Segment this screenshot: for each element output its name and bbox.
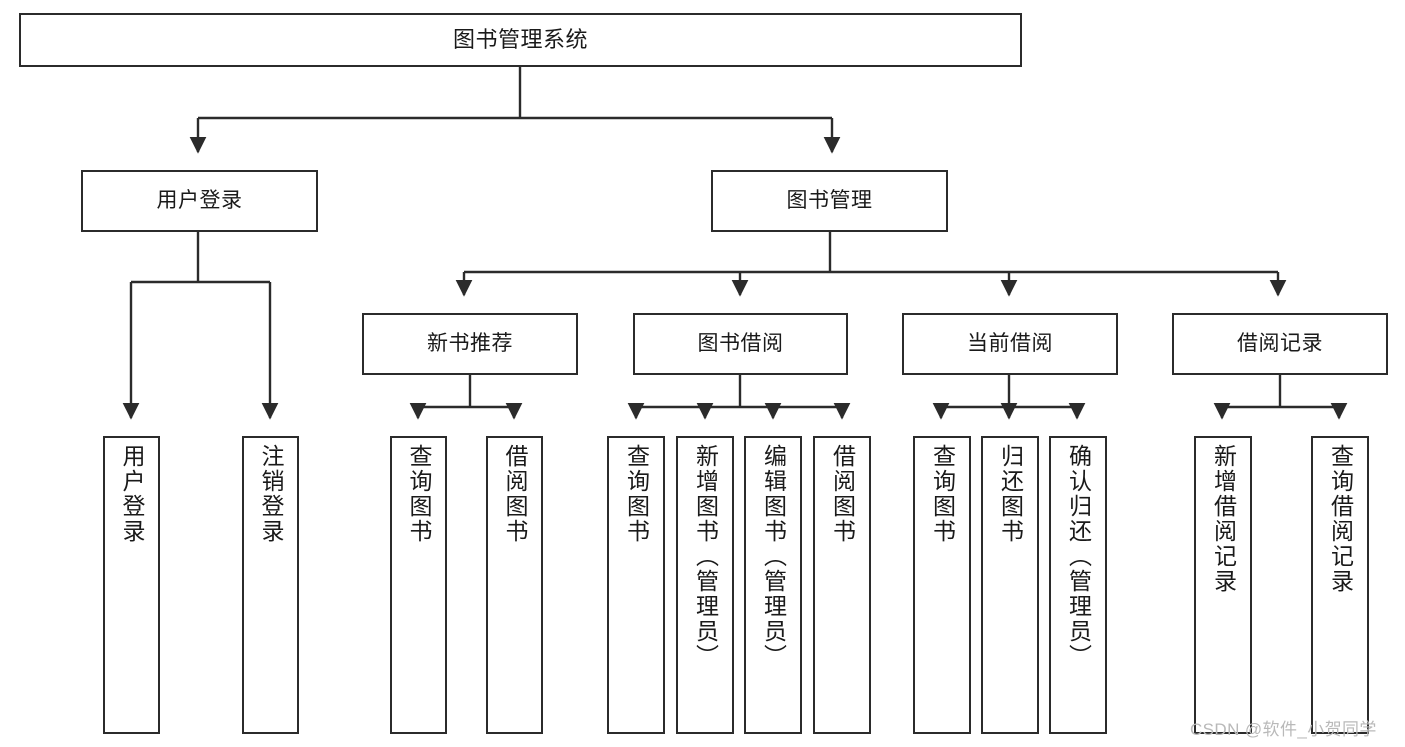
node-label: 查询借阅记录	[1327, 444, 1354, 594]
node-leaf-borrow-book-1[interactable]: 借阅图书	[486, 436, 543, 734]
node-label: 查询图书	[929, 444, 956, 544]
node-leaf-query-record[interactable]: 查询借阅记录	[1311, 436, 1369, 734]
node-user-login[interactable]: 用户登录	[81, 170, 318, 232]
node-label: 借阅记录	[1237, 331, 1323, 355]
node-label: 新书推荐	[427, 331, 513, 355]
node-book-manage[interactable]: 图书管理	[711, 170, 948, 232]
node-leaf-edit-book[interactable]: 编辑图书（管理员）	[744, 436, 802, 734]
node-leaf-return-book[interactable]: 归还图书	[981, 436, 1039, 734]
node-label: 归还图书	[997, 444, 1024, 544]
node-label: 新增借阅记录	[1210, 444, 1237, 594]
node-leaf-add-book[interactable]: 新增图书（管理员）	[676, 436, 734, 734]
node-leaf-user-login[interactable]: 用户登录	[103, 436, 160, 734]
node-label: 借阅图书	[829, 444, 856, 544]
node-current-borrow[interactable]: 当前借阅	[902, 313, 1118, 375]
node-root-system[interactable]: 图书管理系统	[19, 13, 1022, 67]
node-new-book-recommend[interactable]: 新书推荐	[362, 313, 578, 375]
node-leaf-query-book-3[interactable]: 查询图书	[913, 436, 971, 734]
node-leaf-borrow-book-2[interactable]: 借阅图书	[813, 436, 871, 734]
node-borrow-record[interactable]: 借阅记录	[1172, 313, 1388, 375]
node-label: 用户登录	[156, 188, 243, 212]
node-leaf-logout-login[interactable]: 注销登录	[242, 436, 299, 734]
node-label: 用户登录	[119, 444, 145, 544]
node-label: 新增图书（管理员）	[692, 444, 719, 669]
node-label: 注销登录	[258, 444, 284, 544]
node-label: 当前借阅	[967, 331, 1053, 355]
node-leaf-confirm-return[interactable]: 确认归还（管理员）	[1049, 436, 1107, 734]
node-label: 图书管理	[786, 188, 873, 212]
node-label: 编辑图书（管理员）	[760, 444, 787, 669]
node-leaf-add-record[interactable]: 新增借阅记录	[1194, 436, 1252, 734]
node-book-borrow[interactable]: 图书借阅	[633, 313, 848, 375]
node-leaf-query-book-1[interactable]: 查询图书	[390, 436, 447, 734]
node-label: 确认归还（管理员）	[1065, 444, 1092, 669]
node-label: 借阅图书	[502, 444, 528, 544]
node-label: 图书管理系统	[452, 27, 588, 53]
node-label: 查询图书	[406, 444, 432, 544]
node-leaf-query-book-2[interactable]: 查询图书	[607, 436, 665, 734]
node-label: 图书借阅	[697, 331, 784, 355]
node-label: 查询图书	[623, 444, 650, 544]
